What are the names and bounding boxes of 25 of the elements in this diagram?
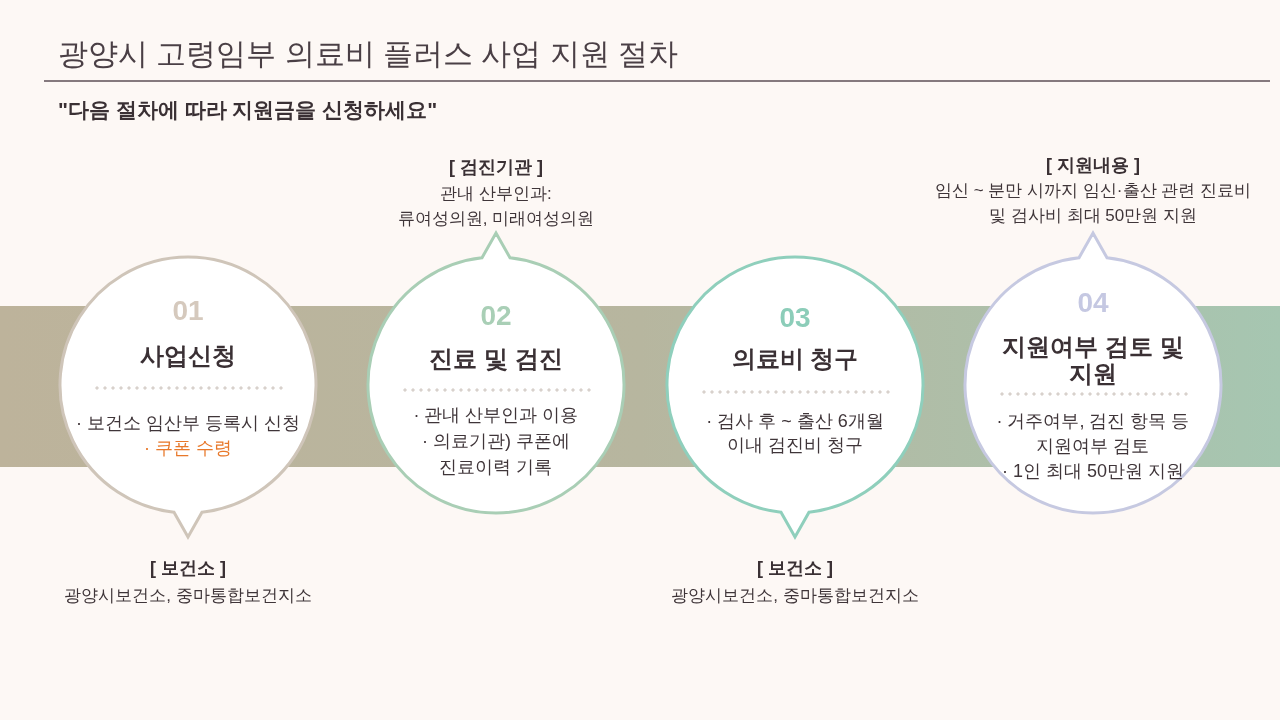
callout-text: 관내 산부인과: 류여성의원, 미래여성의원 bbox=[396, 182, 596, 230]
subtitle: "다음 절차에 따라 지원금을 신청하세요" bbox=[58, 97, 438, 123]
callout-text: 광양시보건소, 중마통합보건지소 bbox=[671, 584, 919, 607]
bullet-text: · 검사 후 ~ 출산 6개월 이내 검진비 청구 bbox=[705, 410, 885, 457]
bullet-text: · 쿠폰 수령 bbox=[144, 436, 232, 460]
bullet-text: · 관내 산부인과 이용 bbox=[413, 404, 579, 427]
bullet-text: · 거주여부, 검진 항목 등 지원여부 검토 bbox=[995, 409, 1191, 458]
callout-heading: [ 지원내용 ] bbox=[1046, 153, 1140, 177]
callout-text: 광양시보건소, 중마통합보건지소 bbox=[64, 584, 312, 607]
step-number: 03 bbox=[779, 302, 811, 334]
title: 광양시 고령임부 의료비 플러스 사업 지원 절차 bbox=[58, 36, 678, 72]
callout-heading: [ 검진기관 ] bbox=[449, 155, 543, 179]
step-title: 의료비 청구 bbox=[731, 344, 859, 374]
step-title: 진료 및 검진 bbox=[429, 344, 563, 374]
step-number: 02 bbox=[480, 300, 512, 332]
bullet-text: · 의료기관) 쿠폰에 진료이력 기록 bbox=[421, 430, 571, 479]
callout-text: 임신 ~ 분만 시까지 임신·출산 관련 진료비 및 검사비 최대 50만원 지원 bbox=[934, 179, 1252, 227]
step-number: 04 bbox=[1077, 287, 1109, 319]
callout-heading: [ 보건소 ] bbox=[757, 556, 833, 580]
callout-heading: [ 보건소 ] bbox=[150, 556, 226, 580]
step-number: 01 bbox=[172, 295, 204, 327]
step-title: 사업신청 bbox=[140, 341, 236, 371]
step-title: 지원여부 검토 및 지원 bbox=[1001, 332, 1185, 387]
bullet-text: · 1인 최대 50만원 지원 bbox=[1002, 459, 1184, 483]
bullet-text: · 보건소 임산부 등록시 신청 bbox=[76, 411, 300, 435]
